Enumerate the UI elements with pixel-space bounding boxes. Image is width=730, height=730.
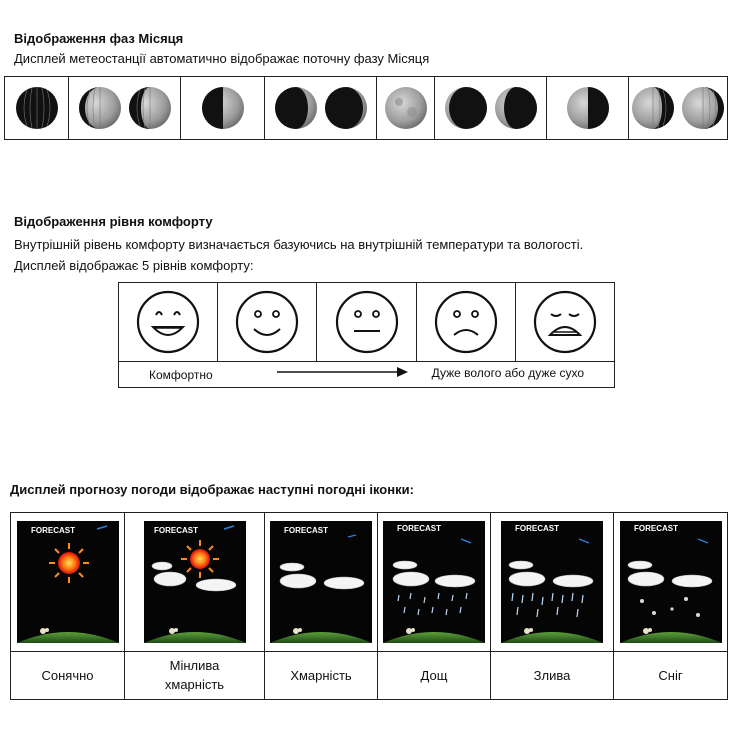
forecast-cell-snow: FORECAST	[614, 513, 727, 651]
forecast-section-title: Дисплей прогнозу погоди відображає насту…	[10, 482, 414, 497]
comfort-level-2	[218, 283, 318, 361]
comfort-level-3	[317, 283, 417, 361]
forecast-label-partly-cloudy-line1: Мінлива	[169, 658, 220, 674]
forecast-cell-partly-cloudy: FORECAST	[125, 513, 265, 651]
moon-group-waning-crescent	[629, 77, 727, 139]
moon-group-waxing-gibbous	[265, 77, 377, 139]
comfort-level-4	[417, 283, 516, 361]
sad-face-icon	[434, 290, 497, 354]
forecast-cell-sunny: FORECAST	[11, 513, 125, 651]
partly-cloudy-icon: FORECAST	[143, 521, 246, 643]
smile-face-icon	[236, 290, 299, 354]
moon-group-first-quarter	[181, 77, 265, 139]
moon-group-waxing-crescent	[69, 77, 181, 139]
moon-section-description: Дисплей метеостанції автоматично відобра…	[14, 51, 430, 66]
comfort-section-description-2: Дисплей відображає 5 рівнів комфорту:	[14, 258, 254, 273]
comfort-section-description-1: Внутрішній рівень комфорту визначається …	[14, 237, 584, 252]
forecast-label-cell-snow: Сніг	[614, 652, 727, 700]
forecast-label-cell-heavy-rain: Злива	[491, 652, 614, 700]
forecast-icons-table: FORECAST FORECAST	[10, 512, 728, 700]
svg-text:FORECAST: FORECAST	[397, 524, 441, 533]
moon-group-full	[377, 77, 435, 139]
svg-text:FORECAST: FORECAST	[634, 524, 678, 533]
moon-waxing-gibbous-icon	[274, 87, 317, 129]
moon-group-waning-gibbous	[435, 77, 547, 139]
moon-last-quarter-icon	[566, 87, 609, 129]
moon-waxing-crescent-icon	[78, 87, 121, 129]
svg-text:FORECAST: FORECAST	[154, 526, 198, 535]
svg-text:FORECAST: FORECAST	[31, 526, 75, 535]
moon-group-last-quarter	[547, 77, 629, 139]
moon-waning-gibbous-2-icon	[494, 87, 537, 129]
forecast-cell-cloudy: FORECAST	[265, 513, 378, 651]
moon-waxing-crescent-2-icon	[128, 87, 171, 129]
forecast-label-snow: Сніг	[658, 667, 683, 683]
very-sad-face-icon	[533, 290, 597, 354]
moon-first-quarter-icon	[201, 87, 244, 129]
svg-text:FORECAST: FORECAST	[515, 524, 559, 533]
comfort-scale-right-label: Дуже волого або дуже сухо	[431, 366, 584, 380]
moon-new-icon	[15, 87, 58, 129]
forecast-cell-heavy-rain: FORECAST	[491, 513, 614, 651]
very-happy-face-icon	[136, 290, 200, 354]
cloudy-icon: FORECAST	[270, 521, 372, 643]
comfort-level-1	[119, 283, 219, 361]
forecast-label-rain: Дощ	[420, 667, 448, 683]
svg-text:FORECAST: FORECAST	[284, 526, 328, 535]
neutral-face-icon	[335, 290, 398, 354]
forecast-label-cell-sunny: Сонячно	[11, 652, 125, 700]
forecast-label-partly-cloudy: Мінлива хмарність	[165, 657, 224, 695]
comfort-level-5	[516, 283, 614, 361]
moon-group-new	[5, 77, 69, 139]
sunny-icon: FORECAST	[16, 521, 119, 643]
heavy-rain-icon: FORECAST	[501, 521, 603, 643]
moon-phase-strip	[4, 76, 728, 140]
forecast-label-sunny: Сонячно	[41, 667, 94, 683]
forecast-label-cell-partly-cloudy: Мінлива хмарність	[125, 652, 265, 700]
forecast-cell-rain: FORECAST	[378, 513, 491, 651]
forecast-label-cloudy: Хмарність	[290, 667, 352, 683]
rain-icon: FORECAST	[383, 521, 485, 643]
moon-waxing-gibbous-2-icon	[324, 87, 367, 129]
comfort-levels-table: Комфортно Дуже волого або дуже сухо	[118, 282, 615, 388]
comfort-section-title: Відображення рівня комфорту	[14, 214, 213, 229]
moon-waning-gibbous-icon	[444, 87, 487, 129]
forecast-label-cell-cloudy: Хмарність	[265, 652, 378, 700]
forecast-label-partly-cloudy-line2: хмарність	[164, 677, 225, 692]
snow-icon: FORECAST	[619, 521, 722, 643]
comfort-scale-left-label: Комфортно	[149, 368, 213, 382]
forecast-label-cell-rain: Дощ	[378, 652, 491, 700]
forecast-label-heavy-rain: Злива	[533, 667, 571, 683]
moon-section-title: Відображення фаз Місяця	[14, 31, 184, 46]
comfort-scale: Комфортно Дуже волого або дуже сухо	[119, 362, 614, 388]
moon-waning-crescent-2-icon	[682, 87, 724, 129]
arrow-right-icon	[277, 367, 408, 377]
moon-full-icon	[384, 87, 427, 129]
moon-waning-crescent-icon	[632, 87, 674, 129]
